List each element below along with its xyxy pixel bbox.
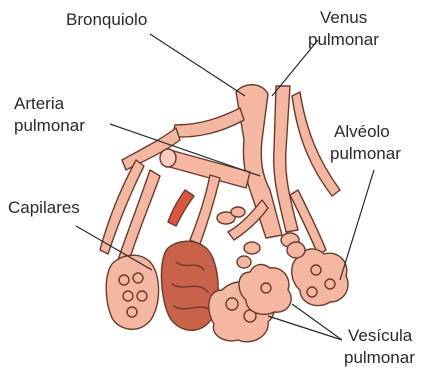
label-vesicula-line2: pulmonar bbox=[344, 348, 415, 368]
capillary-cluster-red bbox=[161, 241, 218, 330]
branch-upper-left bbox=[172, 108, 244, 137]
label-capilares: Capilares bbox=[8, 198, 80, 218]
label-venus-line2: pulmonar bbox=[308, 30, 379, 50]
branch-center bbox=[190, 175, 220, 244]
label-bronquiolo: Bronquiolo bbox=[66, 10, 147, 30]
artery-red bbox=[168, 190, 194, 226]
label-vesicula-line1: Vesícula bbox=[348, 326, 412, 346]
leader-vesicula-a bbox=[268, 316, 342, 340]
label-alveolo-line2: pulmonar bbox=[330, 144, 401, 164]
label-arteria-line2: pulmonar bbox=[14, 116, 85, 136]
capillary-cluster-pale bbox=[106, 255, 158, 329]
label-alveolo-line1: Alvéolo bbox=[334, 122, 390, 142]
leader-alveolo bbox=[340, 170, 374, 280]
label-venus-line1: Venus bbox=[320, 8, 367, 28]
leader-bronquiolo bbox=[150, 34, 245, 96]
leader-vesicula-b bbox=[292, 304, 342, 340]
artery-opening bbox=[160, 149, 176, 167]
label-arteria-line1: Arteria bbox=[14, 94, 64, 114]
